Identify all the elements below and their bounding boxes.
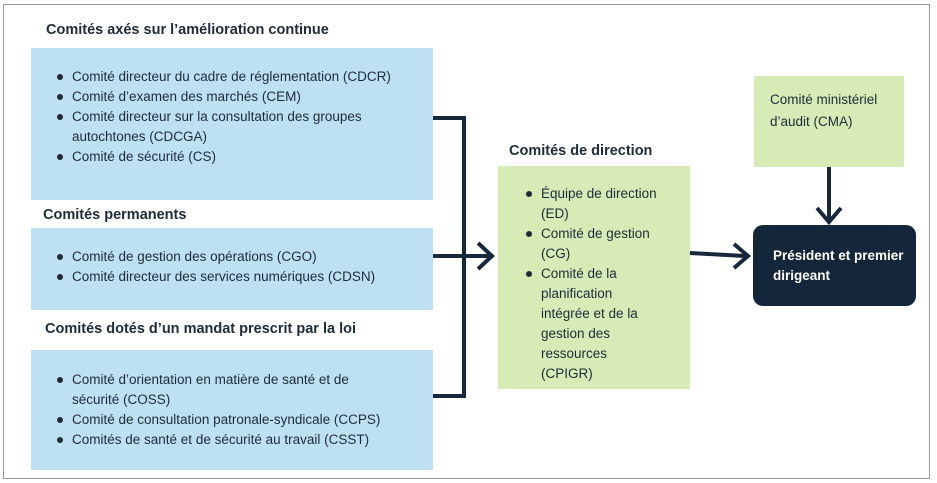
- list-item: Comité de consultation patronale-syndica…: [54, 410, 399, 430]
- list-item: Comité d’examen des marchés (CEM): [54, 87, 394, 107]
- audit-label: Comité ministériel d’audit (CMA): [770, 92, 878, 129]
- list-item: Comité de gestion (CG): [523, 224, 658, 264]
- audit-box: Comité ministériel d’audit (CMA): [754, 76, 904, 167]
- permanent-heading: Comités permanents: [43, 207, 187, 223]
- direction-box: Équipe de direction (ED) Comité de gesti…: [498, 166, 690, 389]
- list-item: Comité directeur du cadre de réglementat…: [54, 67, 394, 87]
- list-item: Comité de sécurité (CS): [54, 147, 394, 167]
- arrowhead-direction: [476, 241, 495, 271]
- arrowhead-audit: [815, 206, 843, 226]
- direction-to-president-arrow: [689, 251, 746, 258]
- direction-heading: Comités de direction: [509, 143, 653, 159]
- list-item: Équipe de direction (ED): [523, 184, 658, 224]
- continuous-box: Comité directeur du cadre de réglementat…: [31, 48, 433, 200]
- mandate-box: Comité d’orientation en matière de santé…: [31, 350, 433, 470]
- list-item: Comité de la planification intégrée et d…: [523, 264, 658, 384]
- list-item: Comité d’orientation en matière de santé…: [54, 370, 399, 410]
- list-item: Comité directeur des services numériques…: [54, 267, 399, 287]
- list-item: Comités de santé et de sécurité au trava…: [54, 430, 399, 450]
- arrowhead-president: [732, 242, 752, 270]
- mandate-list: Comité d’orientation en matière de santé…: [54, 370, 399, 450]
- permanent-list: Comité de gestion des opérations (CGO) C…: [54, 247, 399, 287]
- permanent-box: Comité de gestion des opérations (CGO) C…: [31, 228, 433, 310]
- continuous-list: Comité directeur du cadre de réglementat…: [54, 67, 394, 167]
- mandate-heading: Comités dotés d’un mandat prescrit par l…: [45, 321, 357, 337]
- diagram-frame: [3, 4, 930, 479]
- president-box: Président et premier dirigeant: [753, 225, 916, 306]
- list-item: Comité directeur sur la consultation des…: [54, 107, 394, 147]
- direction-list: Équipe de direction (ED) Comité de gesti…: [523, 184, 658, 384]
- list-item: Comité de gestion des opérations (CGO): [54, 247, 399, 267]
- president-label: Président et premier dirigeant: [773, 248, 904, 283]
- continuous-heading: Comités axés sur l’amélioration continue: [46, 22, 329, 38]
